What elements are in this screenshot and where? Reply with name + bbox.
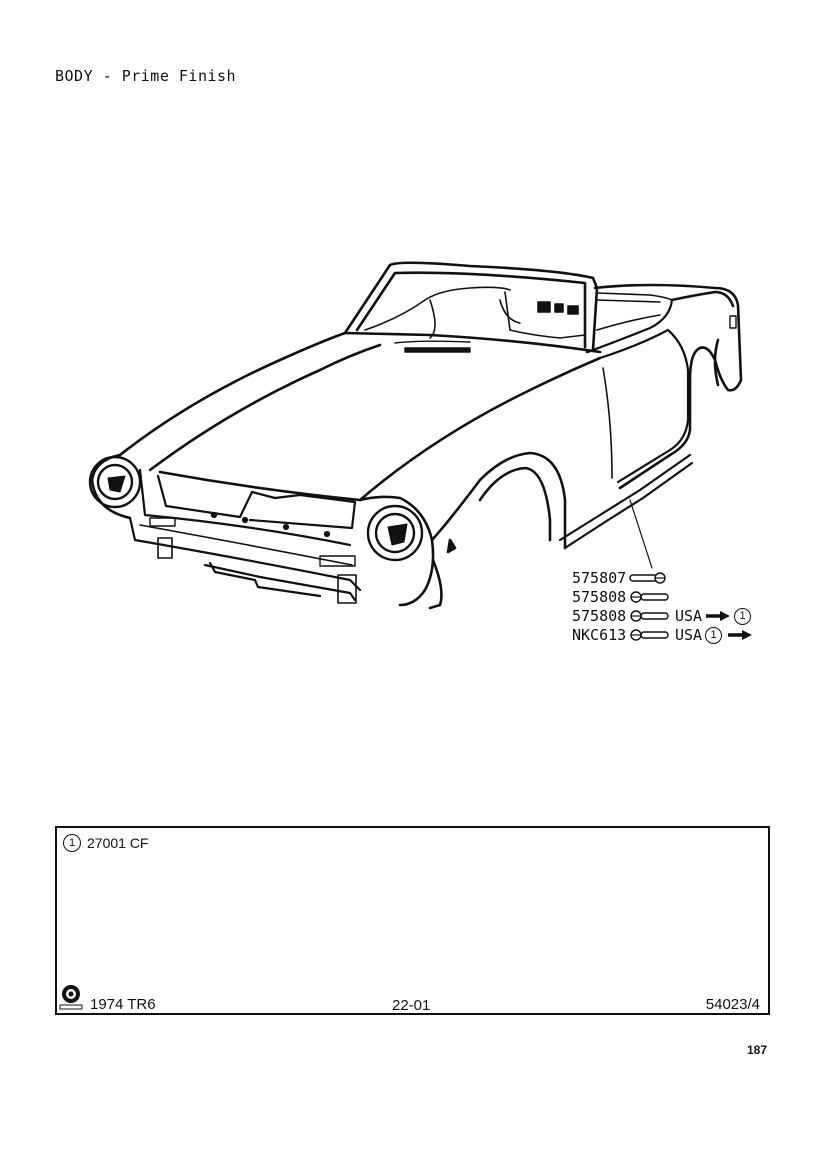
arrow-right-icon: [728, 630, 753, 640]
page-number: 187: [747, 1043, 768, 1057]
market-usa: USA: [675, 607, 703, 625]
plate-number: 54023/4: [705, 996, 760, 1013]
part-row-575807: 575807: [572, 568, 671, 588]
stud-icon: [630, 610, 669, 622]
part-row-575808-usa: 575808 USA 1: [572, 606, 752, 626]
circled-marker: 1: [705, 626, 723, 644]
footer-box: 1 27001 CF 1974 TR6 22-01 54023/4: [55, 826, 770, 1015]
windscreen-frame: [343, 261, 599, 354]
headlamps: [88, 455, 424, 562]
leyland-logo-icon: [59, 985, 83, 1010]
part-number: 575808: [572, 588, 627, 606]
circled-marker: 1: [63, 834, 81, 852]
bonnet: [118, 331, 602, 502]
footnote: 1 27001 CF: [63, 834, 148, 852]
cockpit-interior: [364, 286, 673, 339]
part-row-575808: 575808: [572, 587, 671, 607]
stud-icon: [630, 629, 669, 641]
part-number: NKC613: [572, 626, 627, 644]
leader-line: [629, 499, 653, 569]
rear-body: [593, 283, 743, 490]
stud-icon: [630, 591, 669, 603]
front-wings: [90, 451, 567, 610]
footnote-text: 27001 CF: [87, 835, 149, 851]
front-panel: [128, 468, 362, 604]
stud-icon: [629, 572, 666, 584]
part-number: 575807: [572, 569, 627, 587]
part-row-nkc613-usa: NKC613 USA 1: [572, 625, 753, 645]
arrow-right-icon: [706, 611, 731, 621]
circled-marker: 1: [734, 607, 752, 625]
side-body: [558, 298, 694, 550]
reference-code: 22-01: [392, 997, 431, 1014]
market-usa: USA: [675, 626, 703, 644]
page-title: BODY - Prime Finish: [55, 67, 237, 85]
model-label: 1974 TR6: [90, 996, 156, 1013]
part-number: 575808: [572, 607, 627, 625]
